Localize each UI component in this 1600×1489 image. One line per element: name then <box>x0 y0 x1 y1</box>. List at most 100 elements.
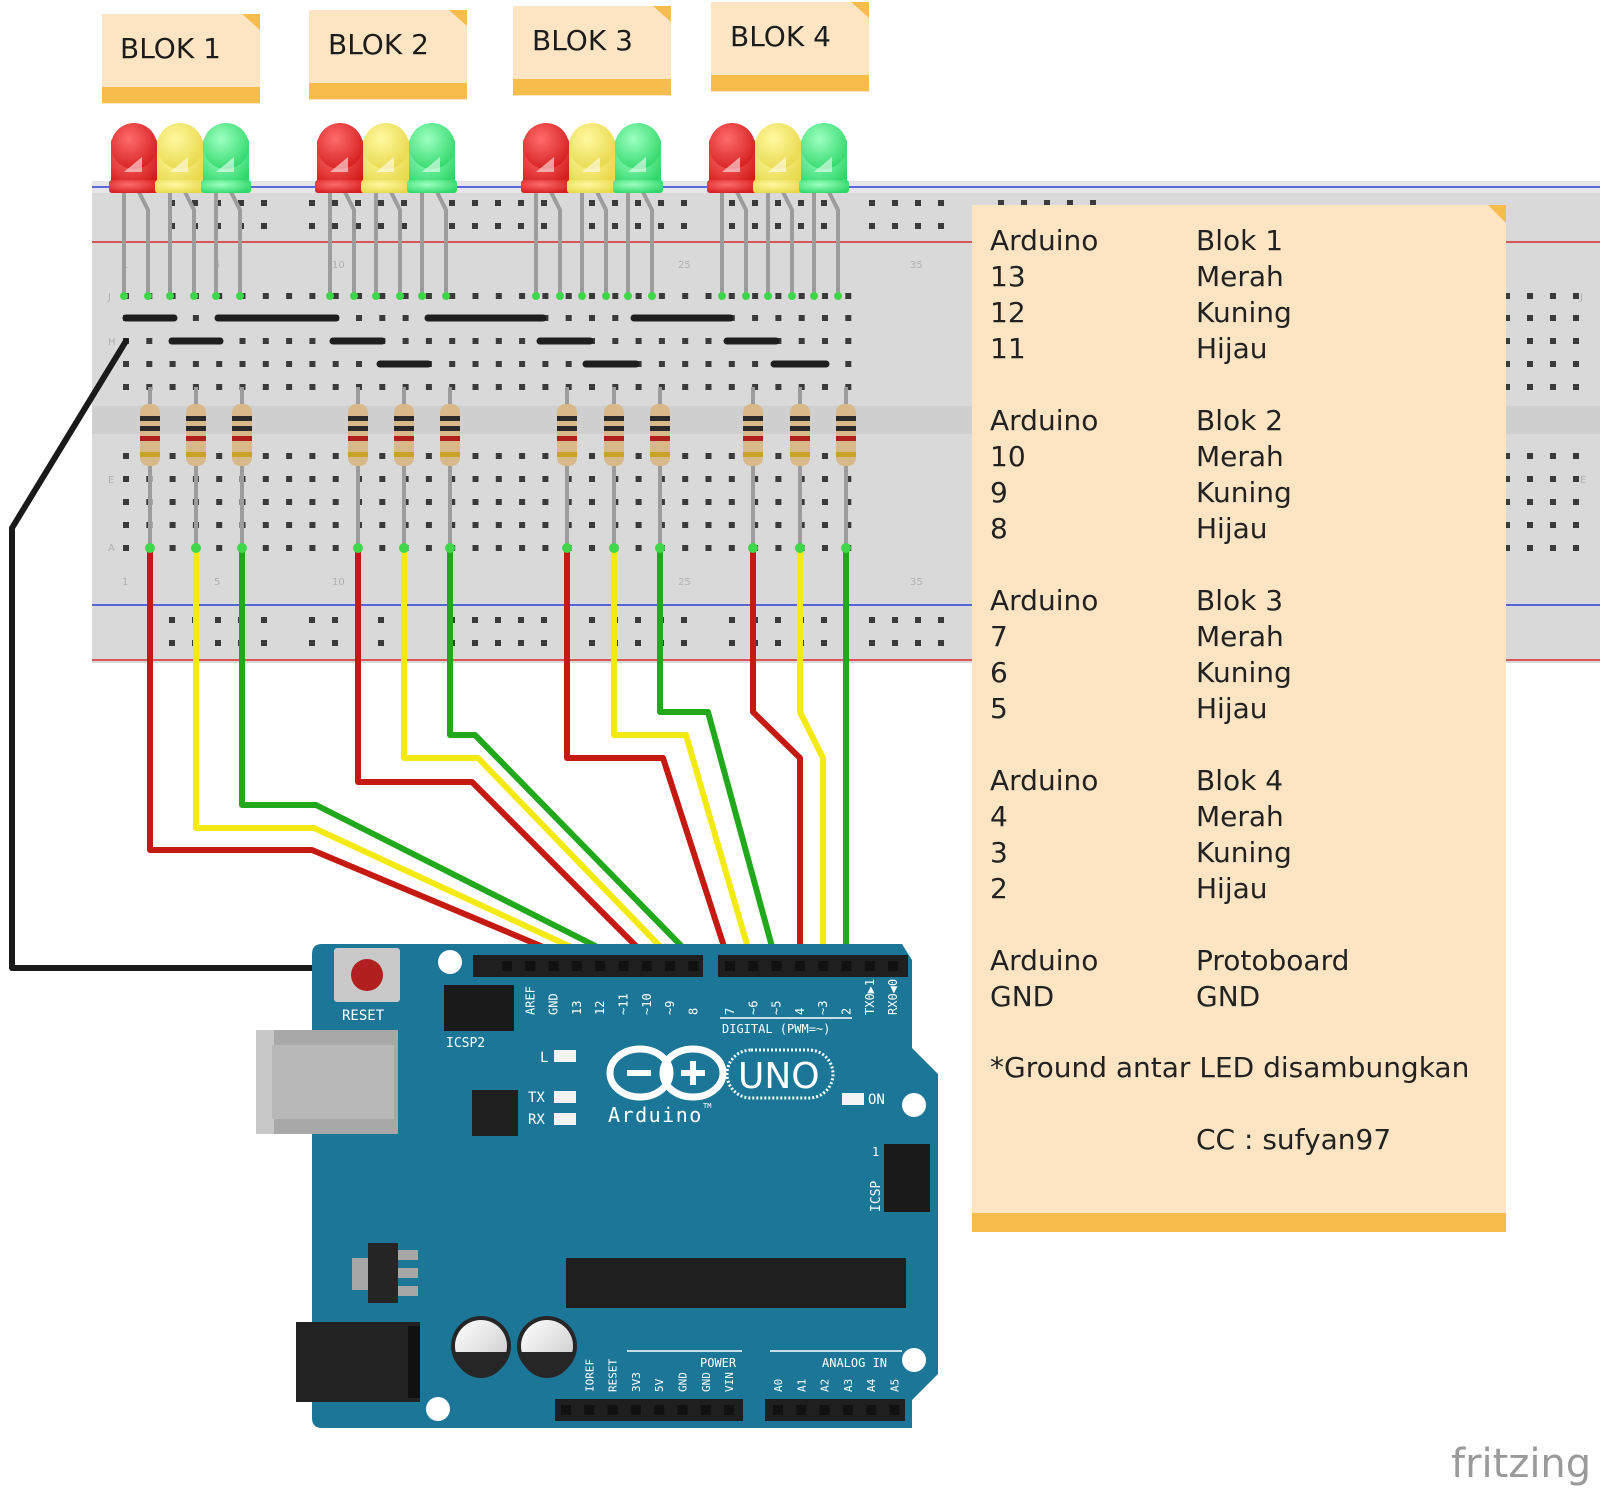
block-label: BLOK 3 <box>532 24 633 57</box>
header-pin[interactable] <box>725 961 735 971</box>
resistor <box>604 404 624 466</box>
header-pin[interactable] <box>502 961 512 971</box>
usb-chip <box>472 1090 518 1136</box>
legend-arduino-pin: 10 <box>990 440 1026 473</box>
legend-target: Hijau <box>1196 692 1268 725</box>
legend-target: Merah <box>1196 260 1284 293</box>
header-pin[interactable] <box>842 1405 853 1415</box>
led-l-label: L <box>540 1050 548 1066</box>
column-number: 10 <box>332 577 345 588</box>
header-pin[interactable] <box>595 961 606 971</box>
resistor <box>743 404 763 466</box>
column-number: 35 <box>910 260 923 271</box>
led-rx <box>554 1113 576 1125</box>
led-leg <box>594 189 608 296</box>
led-red <box>109 123 159 193</box>
legend-arduino-pin: 11 <box>990 332 1026 365</box>
header-pin[interactable] <box>771 961 782 971</box>
header-pin[interactable] <box>548 961 559 971</box>
header-pin[interactable] <box>607 1405 618 1415</box>
legend-arduino-pin: 12 <box>990 296 1026 329</box>
legend-arduino-pin: Arduino <box>990 764 1098 797</box>
header-pin[interactable] <box>796 1405 807 1415</box>
header-pin[interactable] <box>724 1405 735 1415</box>
row-letter: H <box>108 337 116 348</box>
column-number: 5 <box>214 577 220 588</box>
pin-label: ~9 <box>663 1001 677 1015</box>
legend-target: Kuning <box>1196 476 1292 509</box>
row-letter: E <box>1580 475 1586 486</box>
pin-label: A3 <box>842 1379 855 1392</box>
led-l <box>554 1050 576 1062</box>
legend-arduino-pin: Arduino <box>990 224 1098 257</box>
legend-target: Hijau <box>1196 332 1268 365</box>
pin-label: A5 <box>889 1379 902 1392</box>
led-tx-label: TX <box>528 1090 545 1106</box>
header-pin[interactable] <box>641 961 652 971</box>
header-pin[interactable] <box>654 1405 665 1415</box>
header-pin[interactable] <box>748 961 759 971</box>
resistor <box>557 404 577 466</box>
legend-arduino-pin: 4 <box>990 800 1008 833</box>
header-pin[interactable] <box>841 961 852 971</box>
legend-arduino-pin: Arduino <box>990 584 1098 617</box>
legend-target: Kuning <box>1196 836 1292 869</box>
header-pin[interactable] <box>794 961 805 971</box>
capacitor <box>451 1316 511 1378</box>
wire-yellow-9 <box>401 547 681 968</box>
legend-arduino-pin: 7 <box>990 620 1008 653</box>
led-on-label: ON <box>868 1092 885 1108</box>
resistor <box>440 404 460 466</box>
pin-label: 7 <box>723 1008 737 1015</box>
header-pin[interactable] <box>866 1405 877 1415</box>
wire-green-11 <box>239 547 636 968</box>
header-pin[interactable] <box>700 1405 711 1415</box>
resistor <box>186 404 206 466</box>
led-red <box>521 123 571 193</box>
header-pin[interactable] <box>888 961 899 971</box>
reset-button-cap[interactable] <box>351 959 383 991</box>
pin-label: ~3 <box>816 1001 830 1015</box>
header-pin[interactable] <box>819 1405 830 1415</box>
led-yellow <box>567 123 617 193</box>
header-pin[interactable] <box>864 961 875 971</box>
legend-arduino-pin: 6 <box>990 656 1008 689</box>
header-pin[interactable] <box>677 1405 688 1415</box>
led-red <box>707 123 757 193</box>
row-letter: E <box>108 475 114 486</box>
icsp2-label: ICSP2 <box>446 1036 485 1051</box>
header-pin[interactable] <box>889 1405 900 1415</box>
arduino-brand: Arduino <box>608 1103 703 1127</box>
pin-label: RX0◀0 <box>886 979 900 1015</box>
led-leg <box>548 189 562 296</box>
legend-arduino-pin: 9 <box>990 476 1008 509</box>
header-pin[interactable] <box>525 961 536 971</box>
header-pin[interactable] <box>818 961 829 971</box>
led-red <box>315 123 365 193</box>
power-jack <box>296 1322 420 1402</box>
legend-target: Kuning <box>1196 656 1292 689</box>
header-pin[interactable] <box>665 961 676 971</box>
header-pin[interactable] <box>584 1405 595 1415</box>
breadboard-labels: J H E A J E 1 5 10 25 35 1 5 10 25 35 <box>107 260 1586 588</box>
block-note-2: BLOK 2 <box>309 10 467 100</box>
legend-arduino-pin: 2 <box>990 872 1008 905</box>
header-pin[interactable] <box>571 961 582 971</box>
analog-label: ANALOG IN <box>822 1356 887 1370</box>
column-number: 25 <box>678 577 691 588</box>
header-pin[interactable] <box>688 961 699 971</box>
header-pin[interactable] <box>561 1405 571 1415</box>
pin-label: ~5 <box>770 1001 784 1015</box>
row-letter: A <box>108 543 115 554</box>
column-number: 10 <box>332 260 345 271</box>
digital-label: DIGITAL (PWM=~) <box>722 1022 830 1036</box>
legend-arduino-pin: 8 <box>990 512 1008 545</box>
led-leg <box>734 189 748 296</box>
header-pin[interactable] <box>773 1405 783 1415</box>
header-pin[interactable] <box>630 1405 641 1415</box>
wire-red-7 <box>564 547 733 968</box>
block-note-3: BLOK 3 <box>513 6 671 96</box>
icsp2-header <box>444 985 514 1031</box>
header-pin[interactable] <box>618 961 629 971</box>
wire-yellow-3 <box>797 547 826 968</box>
